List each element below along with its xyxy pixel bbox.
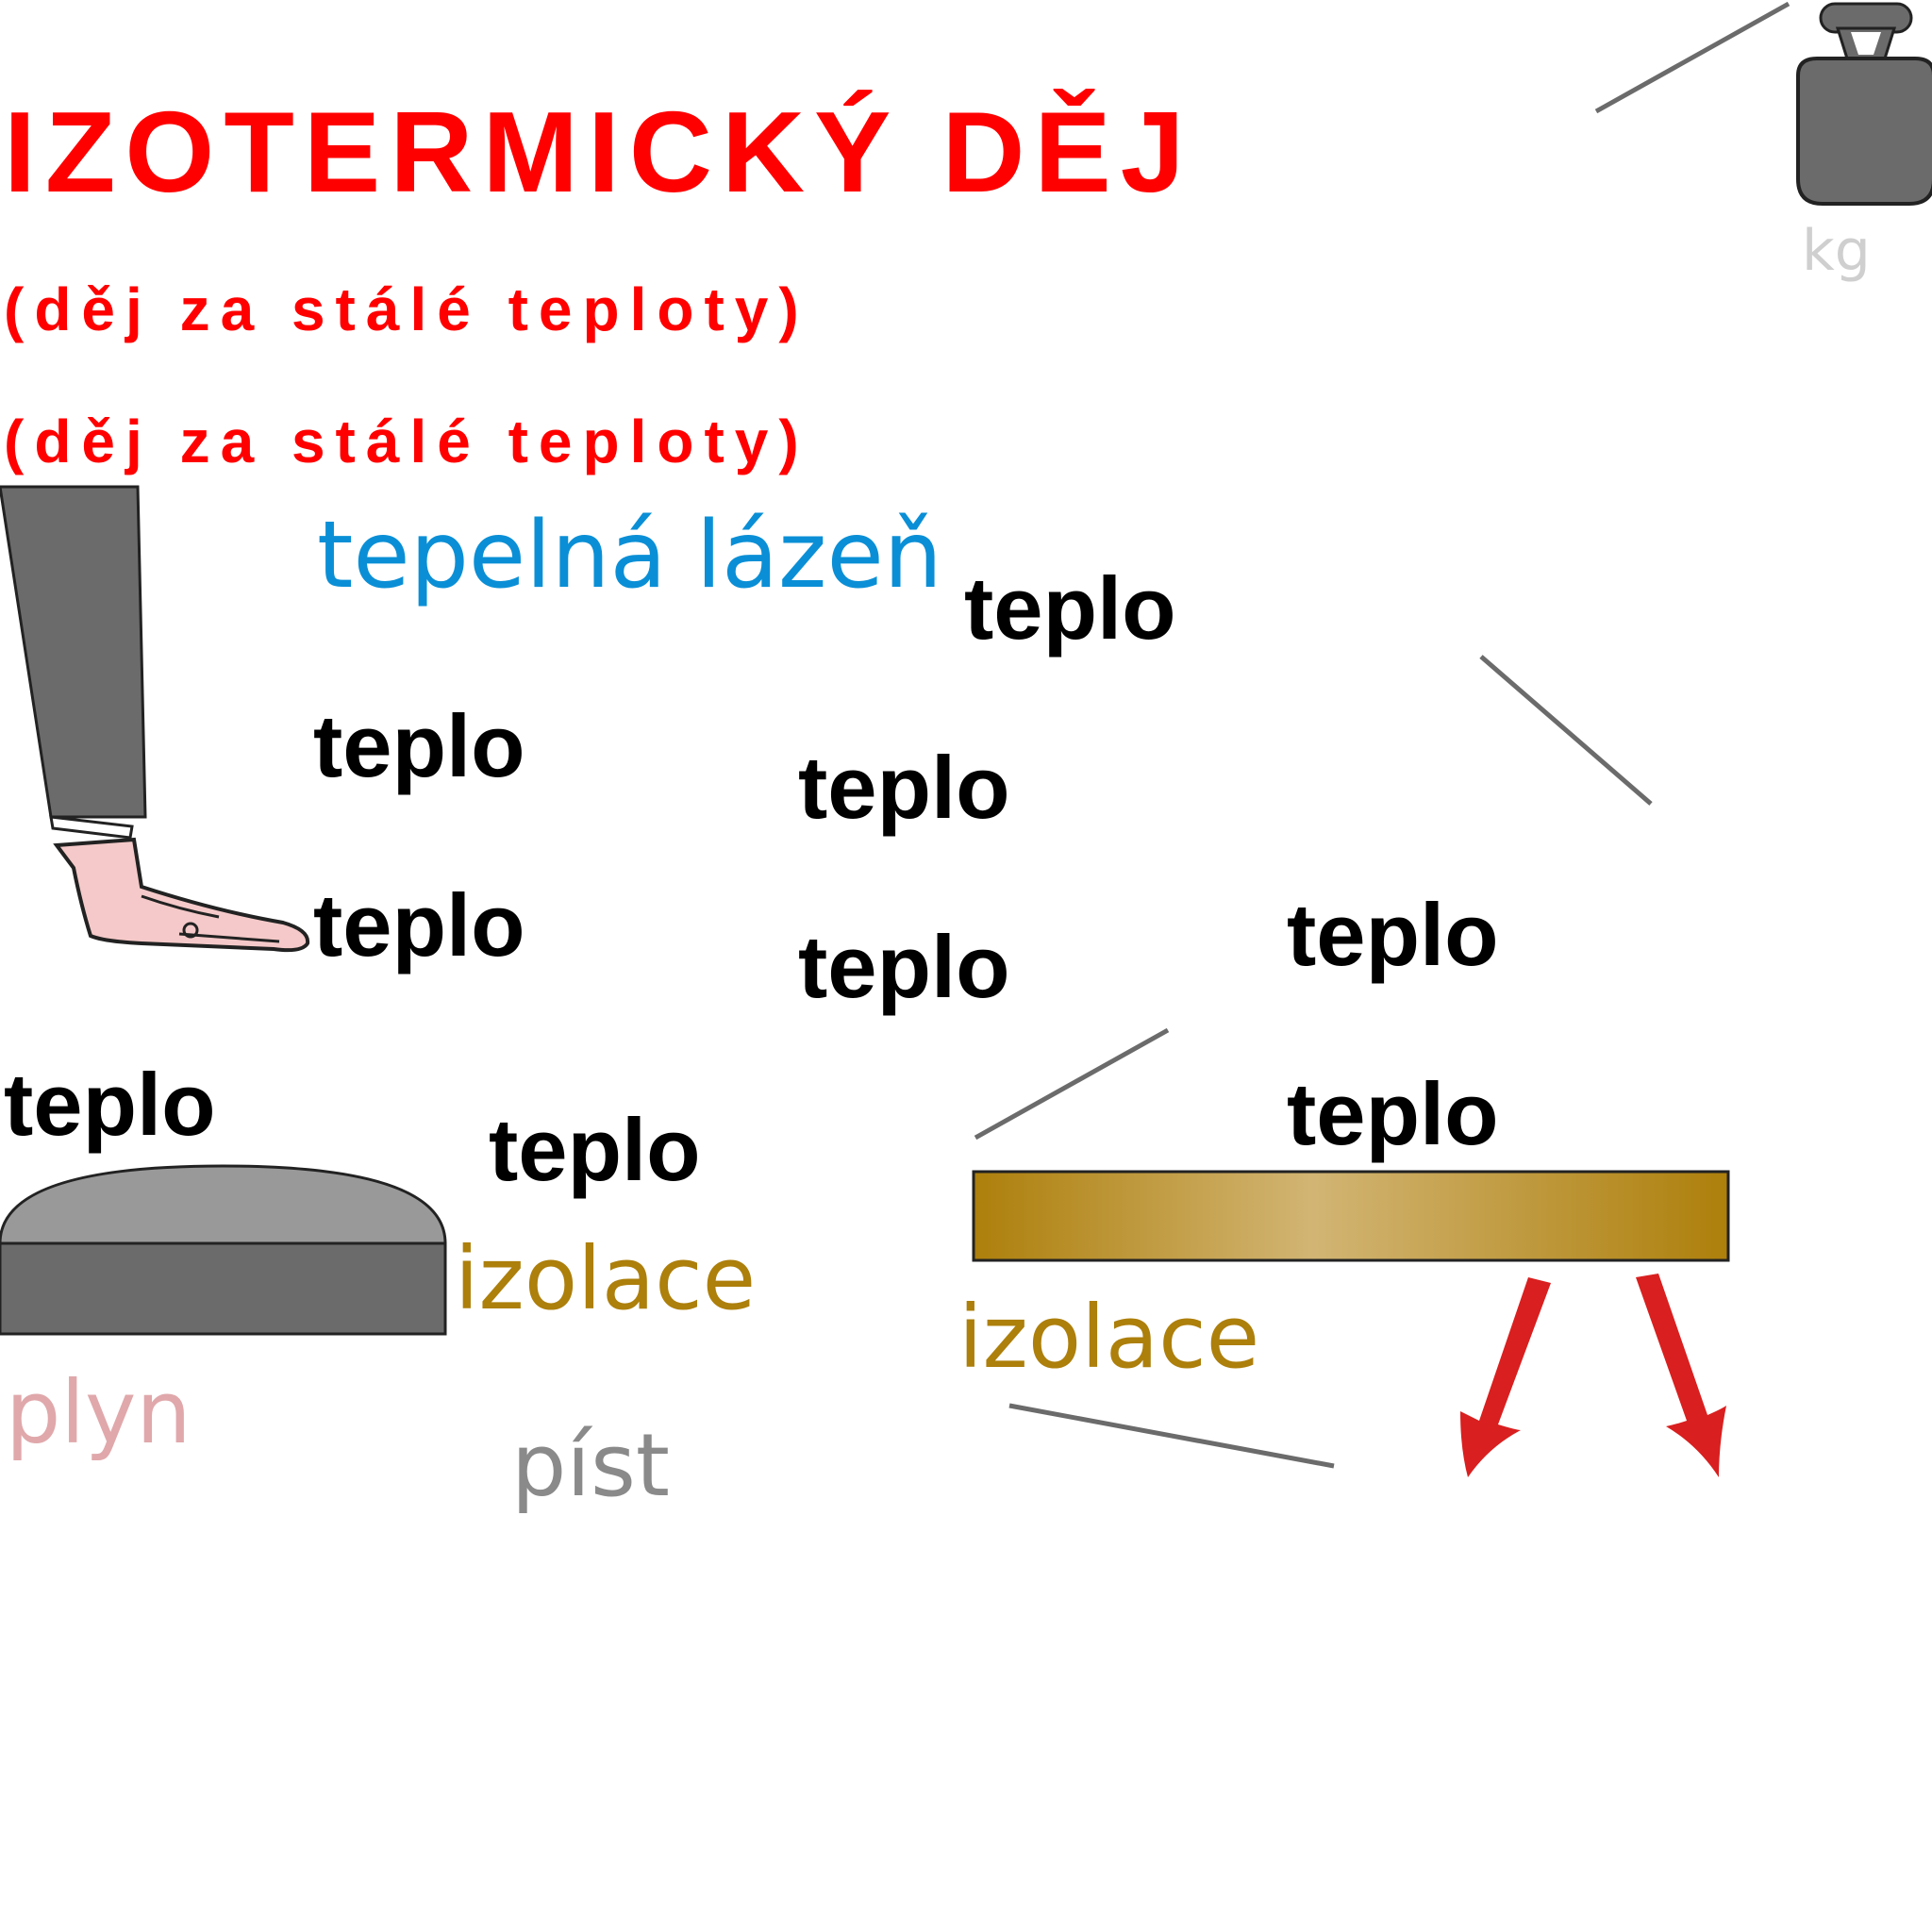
connector-line-right (1479, 655, 1653, 806)
insulation-bar-icon (972, 1170, 1730, 1262)
label-heat: teplo (489, 1100, 701, 1199)
label-insulation: izolace (455, 1228, 757, 1329)
label-weight-unit: kg (1802, 218, 1871, 284)
label-piston: píst (511, 1415, 670, 1516)
connector-line-bottom (1008, 1403, 1335, 1469)
subtitle: (děj za stálé teploty) (4, 408, 809, 475)
label-bath: tepelná lázeň (317, 502, 942, 609)
connector-line-middle (974, 1027, 1170, 1141)
page-title: IZOTERMICKÝ DĚJ (4, 88, 1194, 216)
label-heat: teplo (964, 558, 1176, 658)
connector-line-top (1594, 1, 1790, 114)
label-heat: teplo (798, 738, 1010, 837)
red-arrow-down-icon (1460, 1274, 1726, 1477)
piston-cylinder-icon (0, 1164, 447, 1336)
label-heat: teplo (1287, 885, 1499, 984)
label-heat: teplo (313, 875, 525, 974)
label-heat: teplo (798, 917, 1010, 1016)
subtitle: (děj za stálé teploty) (4, 275, 809, 343)
label-insulation: izolace (958, 1287, 1260, 1388)
label-heat: teplo (4, 1055, 216, 1154)
label-heat: teplo (1287, 1064, 1499, 1163)
kettlebell-weight-icon (1796, 2, 1932, 206)
label-heat: teplo (313, 696, 525, 795)
leg-with-foot-icon (0, 485, 310, 953)
label-gas: plyn (6, 1362, 192, 1463)
